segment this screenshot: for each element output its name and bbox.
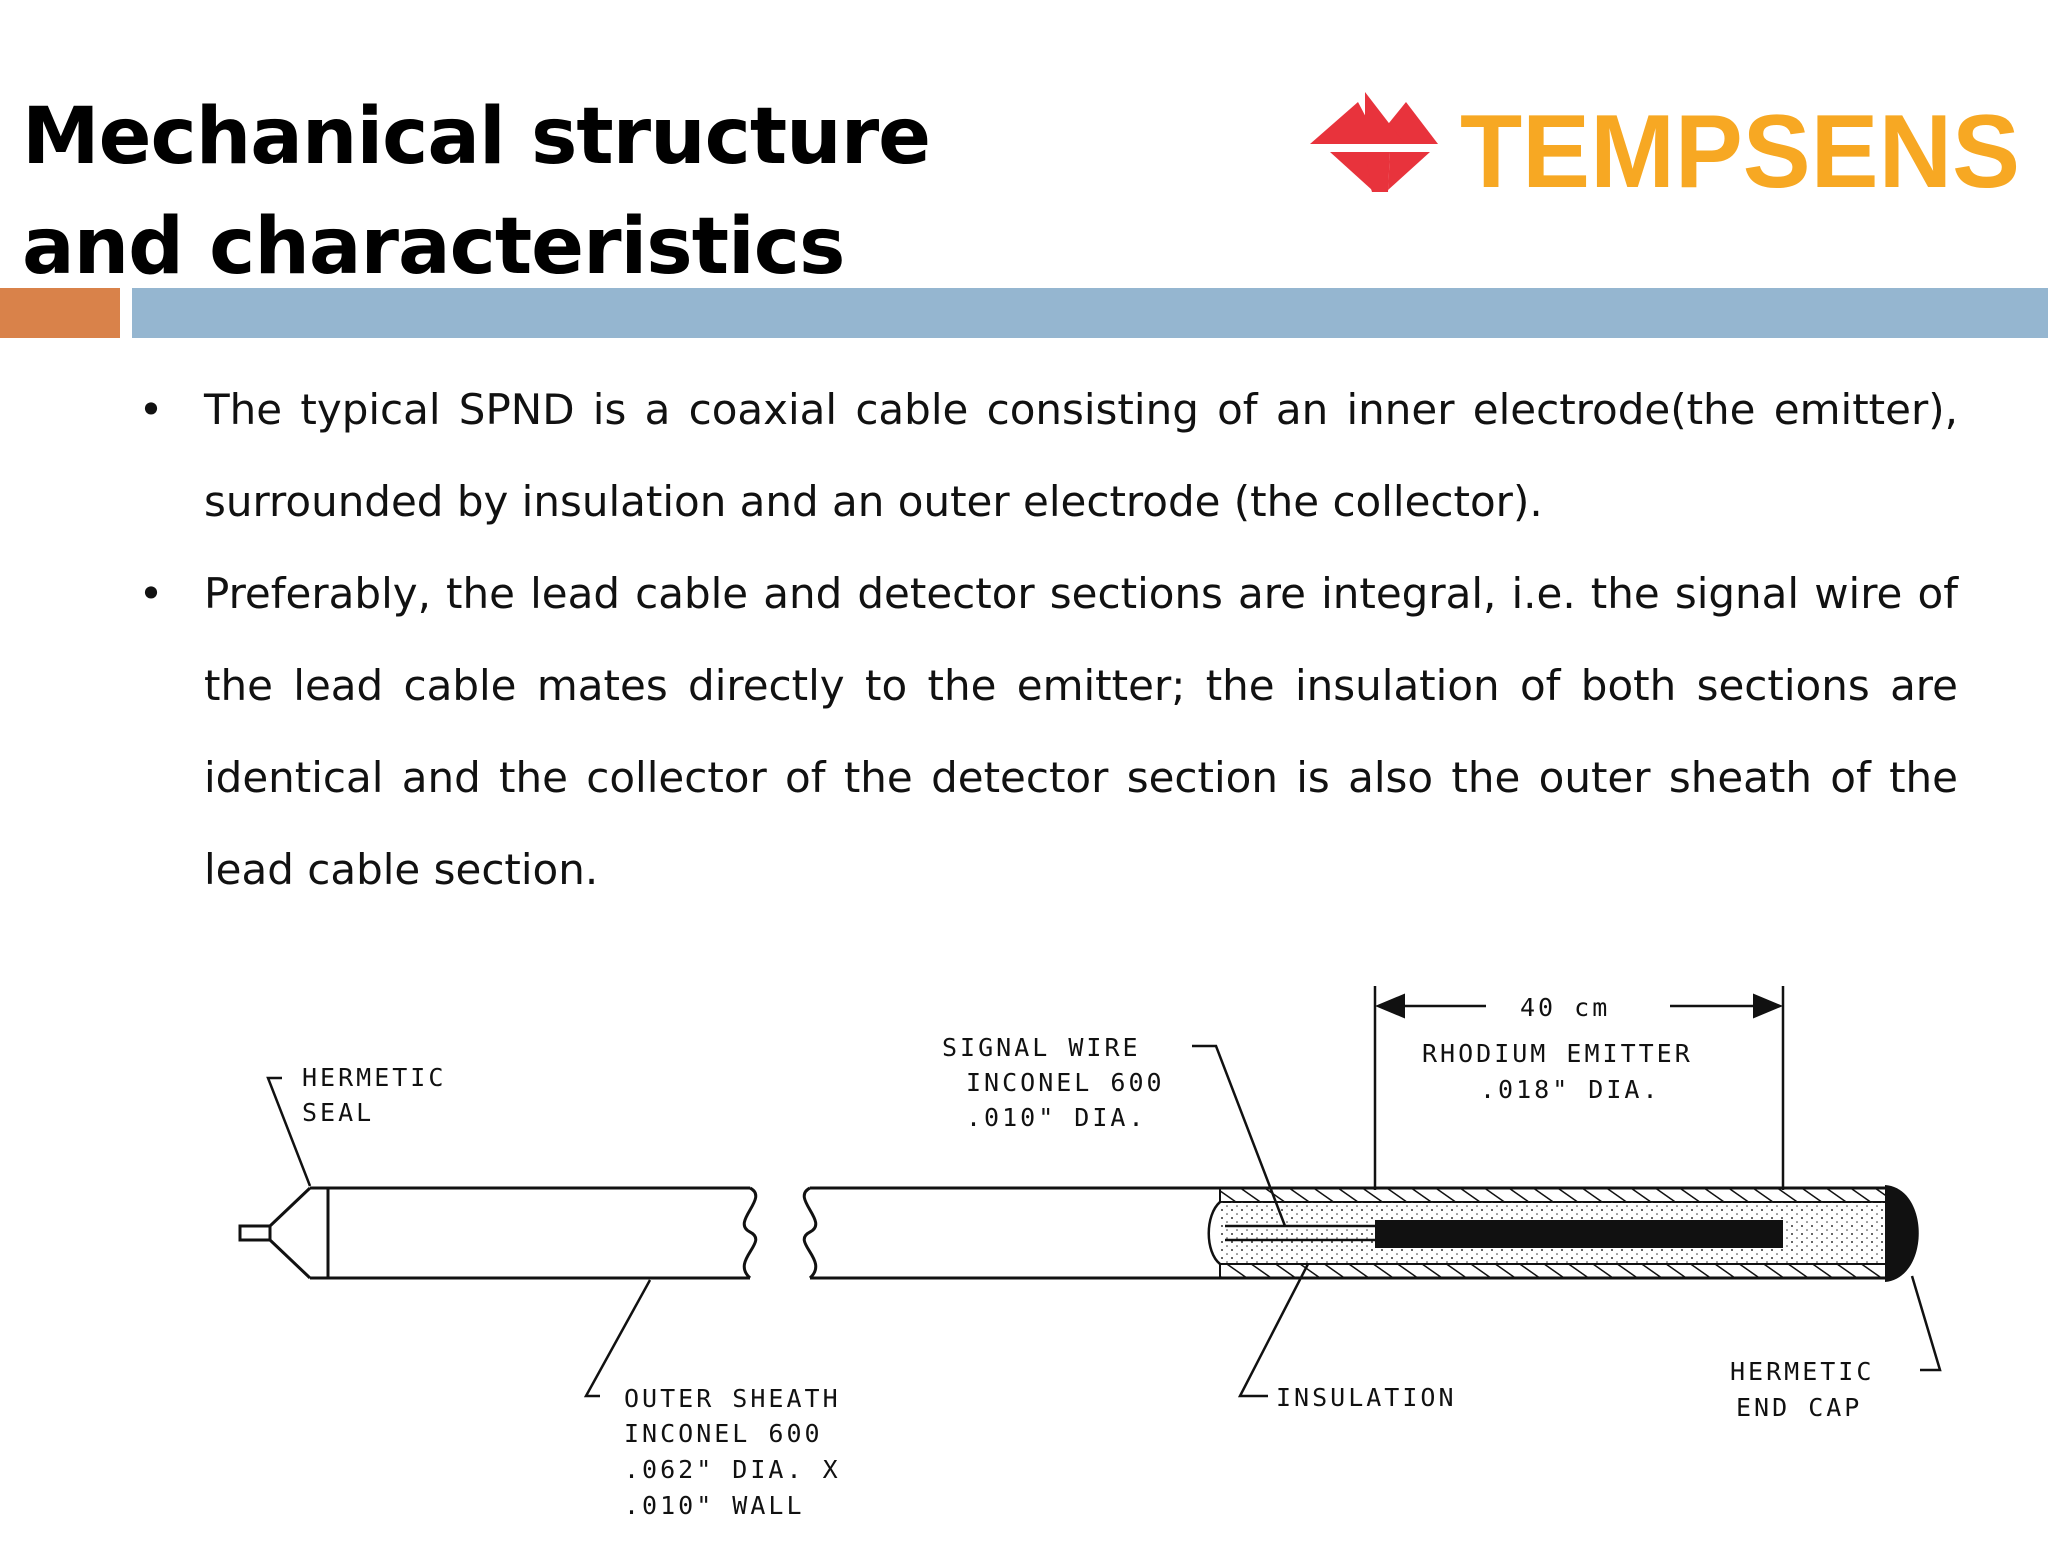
title-line-2: and characteristics <box>22 202 845 292</box>
outer-sheath-label-3: .062" DIA. X <box>624 1455 841 1484</box>
rhodium-emitter <box>1375 1220 1783 1248</box>
signal-wire <box>1225 1224 1375 1242</box>
bullet-item: • Preferably, the lead cable and detecto… <box>136 548 1958 916</box>
hermetic-seal-leader <box>266 1076 312 1187</box>
bullet-item: • The typical SPND is a coaxial cable co… <box>136 364 1958 548</box>
hermetic-end-cap <box>1885 1185 1919 1282</box>
emitter-label-2: .018" DIA. <box>1480 1075 1661 1104</box>
logo-mark-icon <box>1310 92 1438 192</box>
tempsens-logo: TEMPSENS <box>1310 92 2030 217</box>
bullet-dot-icon: • <box>138 385 164 434</box>
collector-sheath-bottom <box>1219 1263 1891 1279</box>
signal-wire-label-2: INCONEL 600 <box>966 1068 1165 1097</box>
length-label: 40 cm <box>1520 993 1610 1022</box>
hermetic-seal-label-1: HERMETIC <box>302 1063 446 1092</box>
outer-sheath-label-4: .010" WALL <box>624 1491 805 1520</box>
signal-wire-leader <box>1192 1044 1287 1227</box>
hermetic-seal-label-2: SEAL <box>302 1098 374 1127</box>
bullet-dot-icon: • <box>138 569 164 618</box>
insulation-leader <box>1237 1263 1310 1398</box>
dimension-40cm <box>1373 986 1785 1190</box>
accent-bar-blue <box>132 288 2048 338</box>
hermetic-seal <box>238 1186 312 1280</box>
signal-wire-label-1: SIGNAL WIRE <box>942 1033 1141 1062</box>
end-cap-label-2: END CAP <box>1736 1393 1862 1422</box>
lead-cable-left <box>310 1186 758 1280</box>
accent-bar-orange <box>0 288 120 338</box>
signal-wire-label-3: .010" DIA. <box>966 1103 1147 1132</box>
outer-sheath-leader <box>583 1279 652 1398</box>
slide-title: Mechanical structure and characteristics <box>22 82 931 302</box>
title-line-1: Mechanical structure <box>22 92 931 182</box>
insulation-taper <box>1207 1201 1221 1265</box>
collector-sheath-top <box>1219 1187 1891 1203</box>
bullet-text: Preferably, the lead cable and detector … <box>204 569 1958 894</box>
end-cap-label-1: HERMETIC <box>1730 1357 1874 1386</box>
insulation-label: INSULATION <box>1276 1383 1457 1412</box>
end-cap-leader <box>1910 1275 1942 1372</box>
logo-text: TEMPSENS <box>1460 94 2020 210</box>
bullet-text: The typical SPND is a coaxial cable cons… <box>204 385 1958 526</box>
outer-sheath-label-2: INCONEL 600 <box>624 1419 823 1448</box>
emitter-label-1: RHODIUM EMITTER <box>1422 1039 1693 1068</box>
spnd-diagram: 40 cm RHODIUM EMITTER .018" DIA. HERMETI… <box>230 960 1950 1541</box>
bullet-list: • The typical SPND is a coaxial cable co… <box>136 364 1958 916</box>
outer-sheath-label-1: OUTER SHEATH <box>624 1384 841 1413</box>
